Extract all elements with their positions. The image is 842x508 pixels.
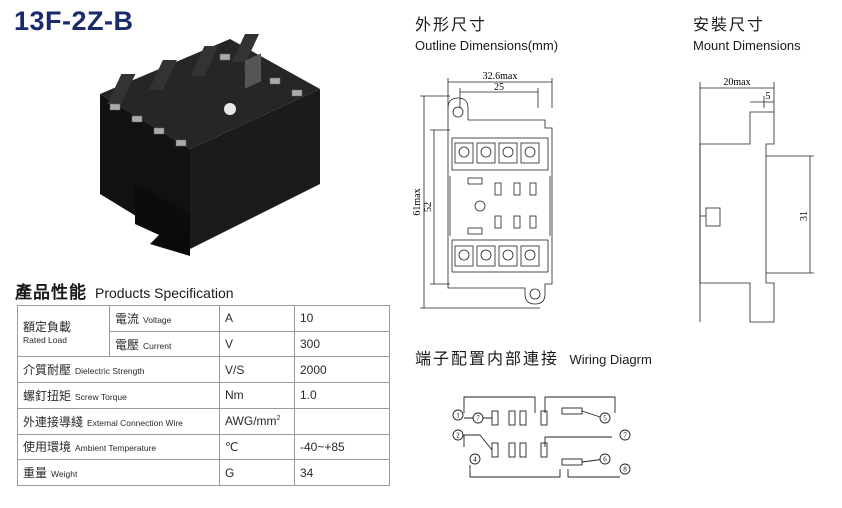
table-cell: Nm bbox=[219, 382, 295, 409]
table-cell: 1.0 bbox=[294, 382, 390, 409]
terminal-label: 2 bbox=[456, 432, 460, 440]
table-cell: 10 bbox=[294, 305, 390, 332]
terminal-label: 5 bbox=[603, 415, 607, 423]
product-photo bbox=[100, 34, 320, 256]
table-cell: 34 bbox=[294, 459, 390, 486]
table-cell: A bbox=[219, 305, 295, 332]
table-cell: V/S bbox=[219, 356, 295, 384]
wiring-heading: 端子配置内部連接 Wiring Diagrm bbox=[415, 345, 652, 369]
wiring-title-zh: 端子配置内部連接 bbox=[415, 349, 560, 368]
terminal-label: 8 bbox=[623, 466, 627, 474]
terminal-label: 6 bbox=[603, 456, 607, 464]
wiring-diagram: 1 7 2 4 5 7 6 8 bbox=[452, 396, 631, 478]
mount-offset: 5 bbox=[766, 91, 771, 102]
wiring-title-en: Wiring Diagrm bbox=[569, 352, 652, 367]
outline-height-max: 61max bbox=[412, 188, 423, 215]
mount-drawing: 20max 5 31 bbox=[699, 77, 814, 323]
outline-drawing: 32.6max 25 61max 52 bbox=[412, 71, 553, 309]
mount-title-en: Mount Dimensions bbox=[693, 38, 801, 53]
table-cell bbox=[294, 407, 390, 435]
table-cell: -40~+85 bbox=[294, 433, 390, 461]
table-cell: 2000 bbox=[294, 356, 390, 384]
outline-title-zh: 外形尺寸 bbox=[415, 15, 488, 34]
terminal-label: 1 bbox=[456, 412, 460, 420]
table-cell: ℃ bbox=[219, 433, 295, 461]
table-cell: AWG/mm2 bbox=[219, 407, 295, 435]
spec-heading-en: Products Specification bbox=[95, 285, 234, 301]
mount-title-zh: 安裝尺寸 bbox=[693, 15, 766, 34]
terminal-label: 7 bbox=[476, 415, 480, 423]
product-model-title: 13F-2Z-B bbox=[14, 6, 134, 36]
outline-width-max: 32.6max bbox=[483, 71, 518, 82]
terminal-label: 4 bbox=[473, 456, 477, 464]
outline-height: 52 bbox=[423, 202, 434, 212]
table-cell: G bbox=[219, 459, 295, 486]
mount-height: 31 bbox=[799, 211, 810, 221]
terminal-label: 7 bbox=[623, 432, 627, 440]
spec-heading-zh: 產品性能 bbox=[15, 283, 87, 303]
outline-width: 25 bbox=[494, 82, 504, 93]
table-cell: 300 bbox=[294, 330, 390, 358]
mount-width-max: 20max bbox=[723, 77, 750, 88]
outline-title-en: Outline Dimensions(mm) bbox=[415, 38, 559, 53]
rated-load-label: 額定負載 Rated Load bbox=[17, 304, 110, 358]
table-cell: V bbox=[219, 330, 295, 358]
spec-heading: 產品性能 Products Specification bbox=[15, 278, 234, 303]
